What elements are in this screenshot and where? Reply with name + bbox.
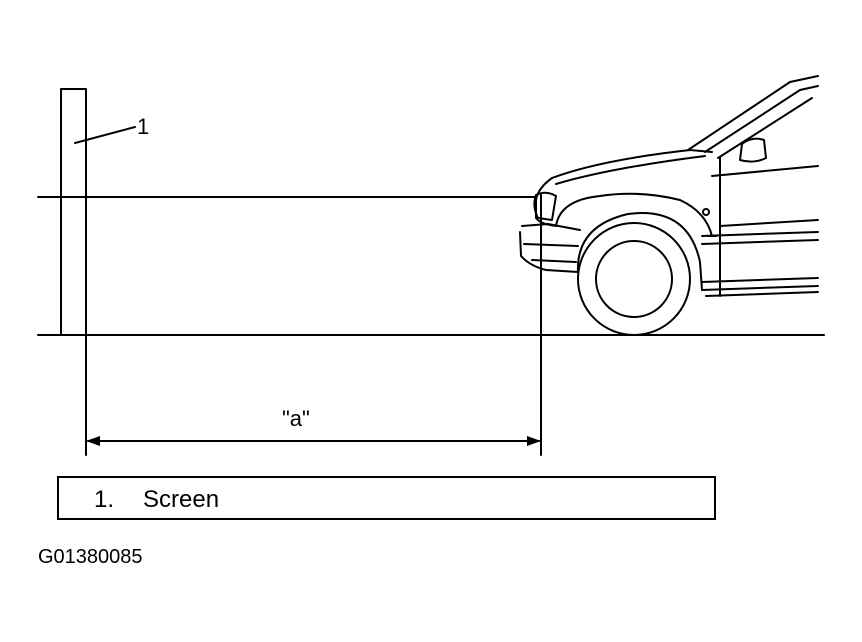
legend-item-label: Screen <box>143 486 220 513</box>
legend-item-number: 1. <box>94 486 115 513</box>
dimension-arrow-right <box>527 436 541 446</box>
callout-number: 1 <box>137 114 150 139</box>
distance-label: "a" <box>282 406 310 431</box>
vehicle-front <box>519 75 819 297</box>
legend-box: 1. Screen <box>57 476 716 520</box>
screen-post <box>60 88 87 336</box>
dimension-arrow-left <box>86 436 100 446</box>
front-wheel <box>577 222 691 336</box>
callout-leader <box>74 126 136 144</box>
figure-id: G01380085 <box>38 546 143 568</box>
